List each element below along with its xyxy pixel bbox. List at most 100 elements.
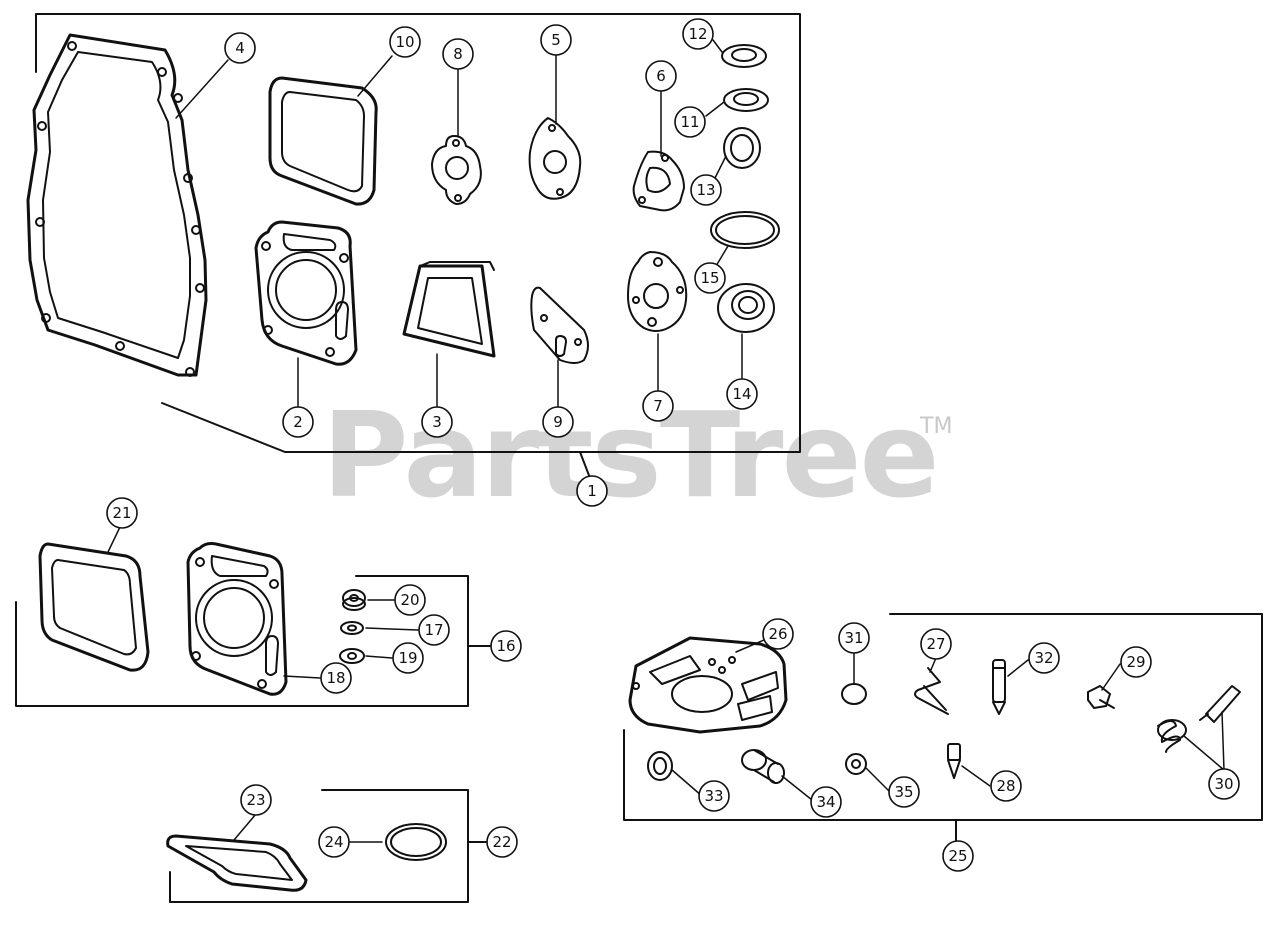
oil-seal-14-part <box>717 283 775 333</box>
callout-number: 19 <box>398 649 417 667</box>
callout-circle <box>106 497 138 529</box>
callout-2: 2 <box>282 406 314 438</box>
callout-circle <box>442 38 474 70</box>
needle-32-part <box>992 659 1006 715</box>
callout-4: 4 <box>224 32 256 64</box>
callout-circle <box>1208 768 1240 800</box>
callout-number: 32 <box>1034 649 1053 667</box>
seal-13-part <box>723 127 761 169</box>
callout-10: 10 <box>389 26 421 58</box>
callout-circle <box>421 406 453 438</box>
callout-circle <box>1028 642 1060 674</box>
callout-number: 20 <box>400 591 419 609</box>
tube-34-part <box>741 749 785 784</box>
callout-15: 15 <box>694 262 726 294</box>
callout-number: 13 <box>696 181 715 199</box>
watermark-trademark: TM <box>920 414 953 439</box>
callout-number: 24 <box>324 833 343 851</box>
callout-number: 29 <box>1126 653 1145 671</box>
callout-circle <box>942 840 974 872</box>
callout-number: 30 <box>1214 775 1233 793</box>
crankcase-gasket-part <box>26 33 208 377</box>
callout-1: 1 <box>576 475 608 507</box>
valve-seal-20-part <box>342 589 366 611</box>
spring-screw-30-part <box>1157 685 1241 753</box>
o-ring-15-part <box>710 211 780 249</box>
callout-circle <box>320 662 352 694</box>
callout-27: 27 <box>920 628 952 660</box>
intake-gasket-8-part <box>431 135 482 205</box>
head-gasket-18-part <box>186 542 288 696</box>
callout-34: 34 <box>810 786 842 818</box>
callout-number: 25 <box>948 847 967 865</box>
washer-11-part <box>723 88 769 112</box>
callout-8: 8 <box>442 38 474 70</box>
callout-number: 21 <box>112 504 131 522</box>
breather-gasket-part <box>402 261 496 358</box>
callout-number: 35 <box>894 783 913 801</box>
callout-circle <box>694 262 726 294</box>
callout-circle <box>642 390 674 422</box>
callout-number: 5 <box>551 31 561 49</box>
callout-3: 3 <box>421 406 453 438</box>
callout-30: 30 <box>1208 768 1240 800</box>
callout-number: 28 <box>996 777 1015 795</box>
callout-12: 12 <box>682 18 714 50</box>
valve-seal-19-part <box>339 648 365 664</box>
callout-circle <box>888 776 920 808</box>
callout-number: 1 <box>587 482 597 500</box>
gasket-23-part <box>166 834 308 892</box>
callout-number: 3 <box>432 413 442 431</box>
exhaust-gasket-5-part <box>528 117 582 200</box>
callout-18: 18 <box>320 662 352 694</box>
callout-23: 23 <box>240 784 272 816</box>
callout-35: 35 <box>888 776 920 808</box>
rocker-cover-gasket-part <box>268 76 378 206</box>
screw-29-part <box>1087 685 1115 709</box>
pin-27-part <box>914 667 949 715</box>
callout-circle <box>698 780 730 812</box>
callout-number: 31 <box>844 629 863 647</box>
callout-11: 11 <box>674 106 706 138</box>
callout-circle <box>690 174 722 206</box>
callout-33: 33 <box>698 780 730 812</box>
o-ring-24-part <box>385 823 447 861</box>
callout-circle <box>674 106 706 138</box>
callout-number: 11 <box>680 113 699 131</box>
callout-circle <box>726 378 758 410</box>
callout-number: 27 <box>926 635 945 653</box>
callout-circle <box>394 584 426 616</box>
carburetor-gasket-26-part <box>628 636 788 734</box>
kit-1-leaders <box>175 39 743 409</box>
bushing-33-part <box>647 751 673 781</box>
kit-16-bracket <box>15 575 491 707</box>
callout-20: 20 <box>394 584 426 616</box>
callout-circle <box>990 770 1022 802</box>
callout-circle <box>576 475 608 507</box>
callout-number: 23 <box>246 791 265 809</box>
gasket-6-part <box>632 150 685 212</box>
callout-circle <box>645 60 677 92</box>
callout-19: 19 <box>392 642 424 674</box>
callout-22: 22 <box>486 826 518 858</box>
callout-circle <box>540 24 572 56</box>
callout-number: 6 <box>656 67 666 85</box>
callout-25: 25 <box>942 840 974 872</box>
callout-number: 2 <box>293 413 303 431</box>
callout-circle <box>542 406 574 438</box>
callout-6: 6 <box>645 60 677 92</box>
callout-7: 7 <box>642 390 674 422</box>
callout-circle <box>838 622 870 654</box>
kit-1-bracket <box>35 13 801 479</box>
callout-24: 24 <box>318 826 350 858</box>
callout-number: 26 <box>768 625 787 643</box>
gasket-7-part <box>627 251 688 332</box>
callout-number: 15 <box>700 269 719 287</box>
callout-circle <box>389 26 421 58</box>
kit-25-leaders <box>671 639 1225 801</box>
callout-number: 17 <box>424 621 443 639</box>
callout-26: 26 <box>762 618 794 650</box>
callout-16: 16 <box>490 630 522 662</box>
